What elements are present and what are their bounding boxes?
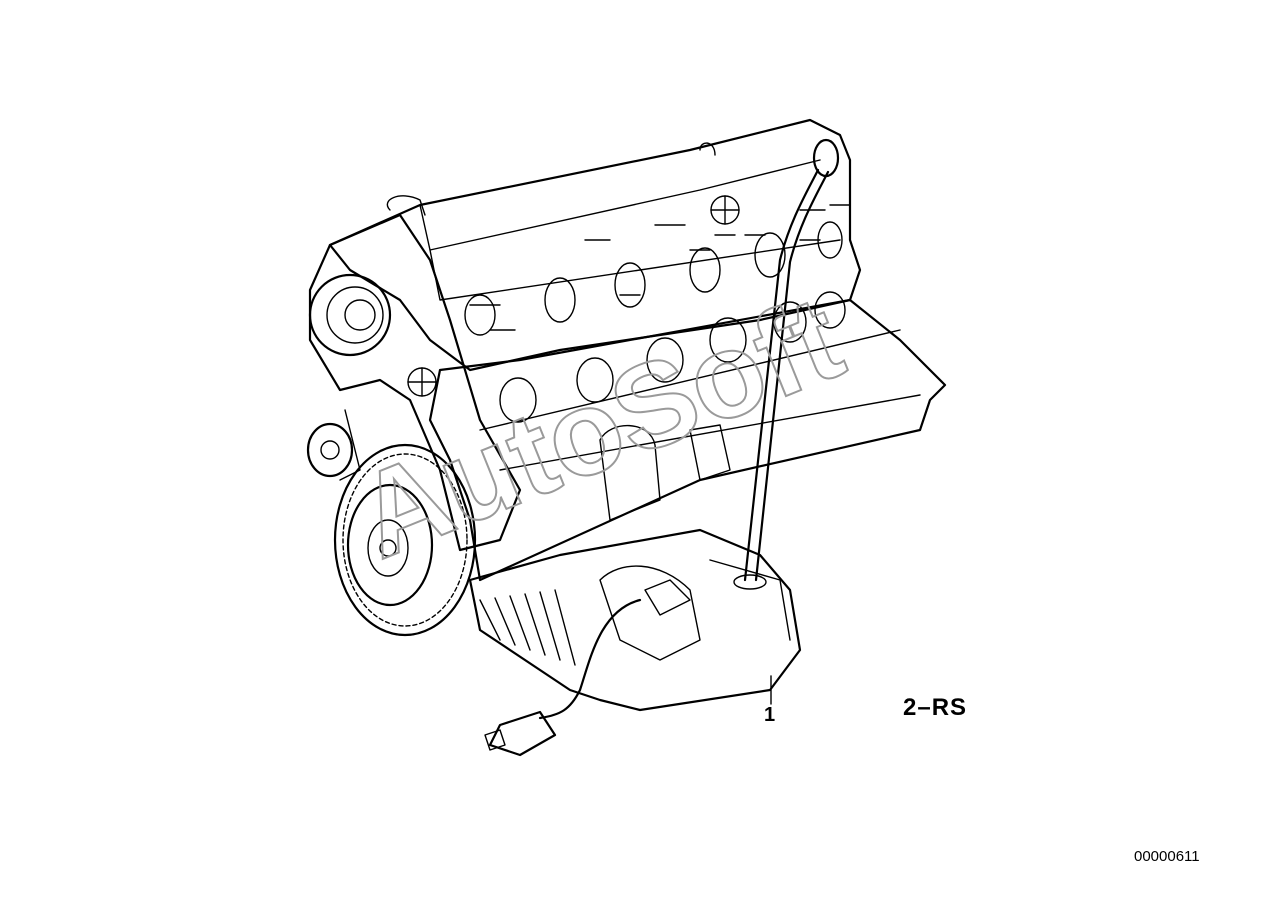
water-pump: [306, 409, 361, 481]
document-number: 00000611: [1134, 848, 1200, 865]
watermark: AutoSoft: [340, 270, 860, 584]
engine-block: [428, 291, 947, 582]
oil-pan: [468, 528, 802, 712]
crankshaft-damper: [333, 443, 477, 637]
oil-dipstick: [733, 138, 840, 590]
callout-1: 1: [764, 704, 776, 726]
group-code-label: 2–RS: [903, 694, 968, 721]
sensor-cable: [484, 579, 691, 757]
timing-cover: [308, 213, 522, 552]
